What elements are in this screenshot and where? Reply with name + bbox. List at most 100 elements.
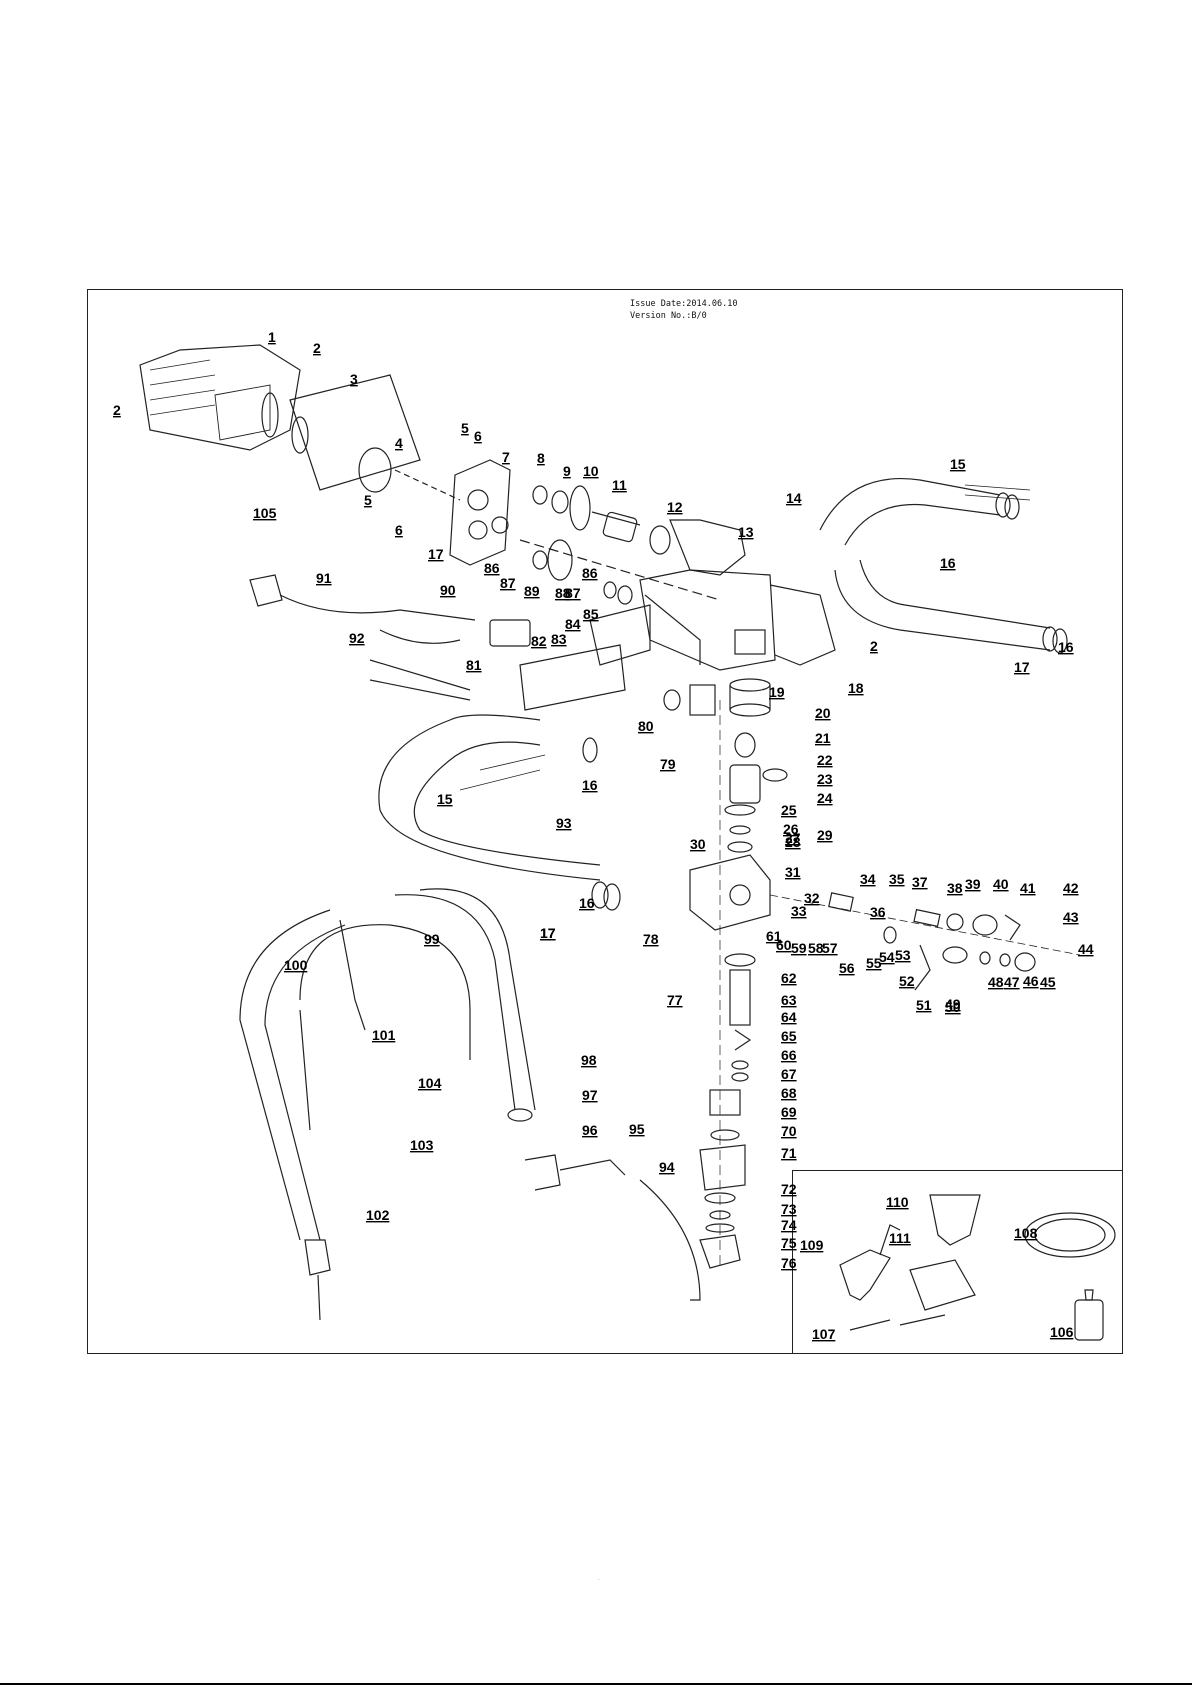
accessories-inset [792,1170,1123,1354]
callout-label: 26 [783,821,799,837]
callout-label: 23 [817,771,833,787]
callout-label: 86 [582,565,598,581]
callout-label: 54 [879,949,895,965]
callout-label: 3 [350,371,358,387]
gear-train-drawing [519,485,721,605]
callout-label: 21 [815,730,831,746]
callout-label: 58 [808,940,824,956]
callout-label: 8 [537,450,545,466]
callout-label: 15 [950,456,966,472]
callout-label: 17 [428,546,444,562]
callout-label: 86 [484,560,500,576]
electrical-drawing [249,574,716,716]
callout-label: 90 [440,582,456,598]
callout-label: 7 [502,449,510,465]
callout-label: 15 [437,791,453,807]
lower-handle-drawing [378,714,621,911]
callout-label: 109 [800,1237,824,1253]
callout-label: 87 [500,575,516,591]
callout-label: 95 [629,1121,645,1137]
upper-right-handle-drawing [819,478,1068,654]
callout-label: 111 [889,1230,911,1246]
motor-drawing [139,344,421,493]
callout-label: 73 [781,1201,797,1217]
pump-stack-drawing [689,678,788,1269]
callout-label: 61 [766,928,782,944]
callout-label: 63 [781,992,797,1008]
callout-label: 5 [461,420,469,436]
callout-label: 98 [581,1052,597,1068]
callout-label: 13 [738,524,754,540]
suction-tubes-drawing [239,888,701,1321]
version-number: Version No.:B/0 [630,311,707,321]
callout-label: 105 [253,505,277,521]
callout-label: 101 [372,1027,396,1043]
callout-label: 60 [776,937,792,953]
callout-label: 48 [988,974,1004,990]
callout-label: 17 [1014,659,1030,675]
callout-label: 25 [781,802,797,818]
callout-label: 74 [781,1217,797,1233]
callout-label: 9 [563,463,571,479]
callout-label: 49 [945,996,961,1012]
callout-label: 27 [785,830,801,846]
callout-label: 30 [690,836,706,852]
callout-label: 22 [817,752,833,768]
callout-label: 79 [660,756,676,772]
callout-label: 10 [583,463,599,479]
callout-label: 69 [781,1104,797,1120]
callout-label: 42 [1063,880,1079,896]
callout-label: 17 [540,925,556,941]
callout-label: 88 [555,585,571,601]
callout-label: 83 [551,631,567,647]
callout-label: 16 [1058,639,1074,655]
callout-label: 20 [815,705,831,721]
callout-label: 55 [866,955,882,971]
callout-label: 75 [781,1235,797,1251]
callout-label: 50 [945,999,961,1015]
callout-label: 70 [781,1123,797,1139]
callout-label: 77 [667,992,683,1008]
callout-label: 16 [579,895,595,911]
callout-label: 97 [582,1087,598,1103]
callout-label: 53 [895,947,911,963]
callout-label: 85 [583,606,599,622]
callout-label: 102 [366,1207,390,1223]
callout-label: 12 [667,499,683,515]
callout-label: 44 [1078,941,1094,957]
callout-label: 76 [781,1255,797,1271]
callout-label: 16 [582,777,598,793]
callout-label: 56 [839,960,855,976]
revision-block: Issue Date:2014.06.10 Version No.:B/0 [630,298,737,322]
callout-label: 4 [395,435,403,451]
callout-label: 106 [1050,1324,1074,1340]
callout-label: 78 [643,931,659,947]
callout-label: 29 [817,827,833,843]
callout-label: 36 [870,904,886,920]
outlet-fittings-drawing [769,892,1081,991]
callout-label: 24 [817,790,833,806]
callout-label: 96 [582,1122,598,1138]
issue-date: Issue Date:2014.06.10 [630,299,738,309]
callout-label: 35 [889,871,905,887]
callout-label: 6 [474,428,482,444]
callout-label: 51 [916,997,932,1013]
callout-label: 39 [965,876,981,892]
callout-label: 80 [638,718,654,734]
callout-label: 1 [268,329,276,345]
callout-label: 99 [424,931,440,947]
callout-label: 82 [531,633,547,649]
callout-label: 11 [612,477,627,493]
callout-label: 5 [364,492,372,508]
callout-label: 45 [1040,974,1056,990]
callout-label: 66 [781,1047,797,1063]
callout-label: 2 [113,402,121,418]
callout-label: 40 [993,876,1009,892]
callout-label: 52 [899,973,915,989]
callout-label: 92 [349,630,365,646]
callout-label: 65 [781,1028,797,1044]
callout-label: 93 [556,815,572,831]
callout-label: 37 [912,874,928,890]
callout-label: 18 [848,680,864,696]
